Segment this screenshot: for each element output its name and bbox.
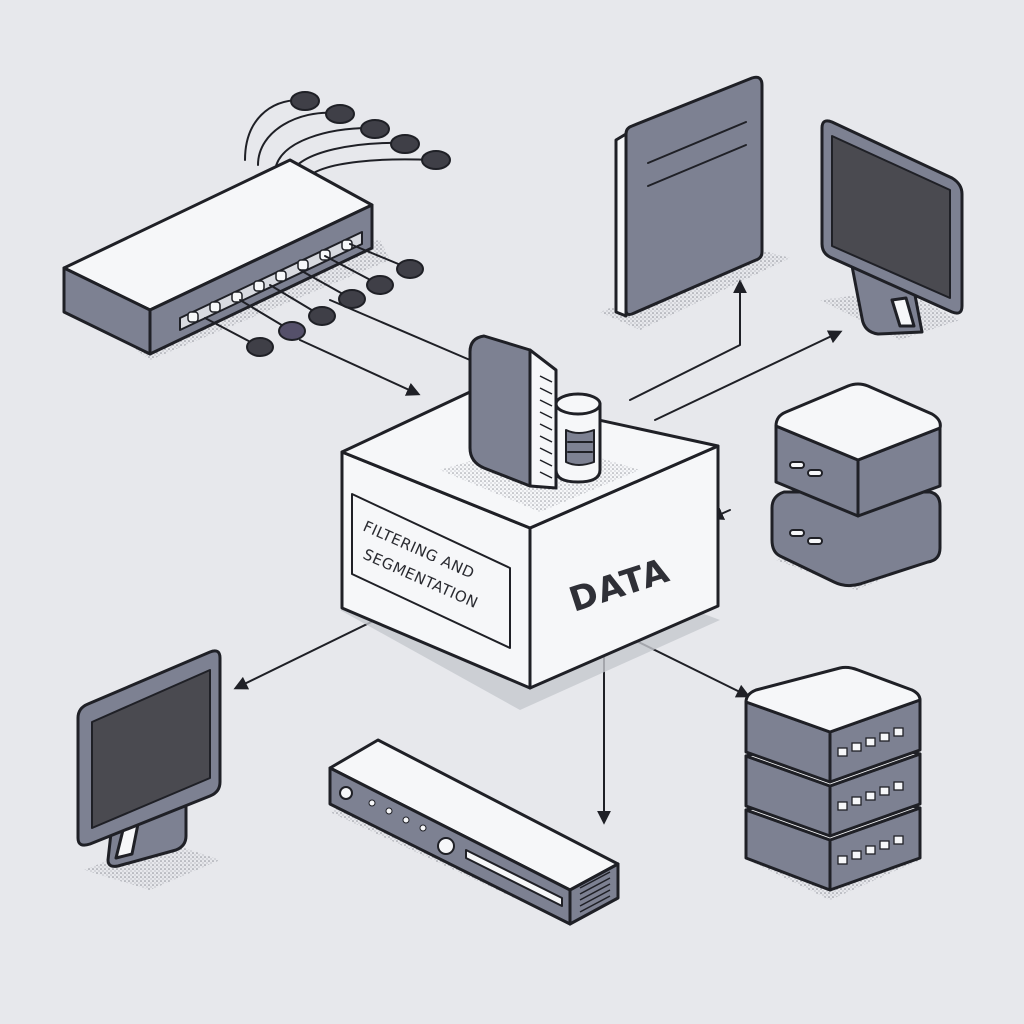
arrow-hub-to-panel	[629, 279, 747, 401]
set-top-box-icon	[328, 738, 620, 926]
filtering-label-plate	[351, 493, 511, 649]
database-cylinder-icon	[554, 392, 602, 484]
hub-box: FILTERING AND SEGMENTATION DATA	[340, 334, 720, 710]
arrow-switch-cable-to-hub	[329, 299, 471, 361]
server-rack-icon	[744, 665, 922, 900]
network-switch-icon	[62, 91, 451, 360]
storage-stack-icon	[770, 382, 942, 590]
arrow-switch-to-hub	[299, 339, 421, 396]
monitor-icon	[820, 119, 964, 340]
monitor-icon	[76, 649, 222, 890]
book-device-icon	[468, 334, 558, 490]
panel-device-icon	[600, 75, 790, 330]
arrow-hub-to-monitor	[654, 330, 843, 421]
